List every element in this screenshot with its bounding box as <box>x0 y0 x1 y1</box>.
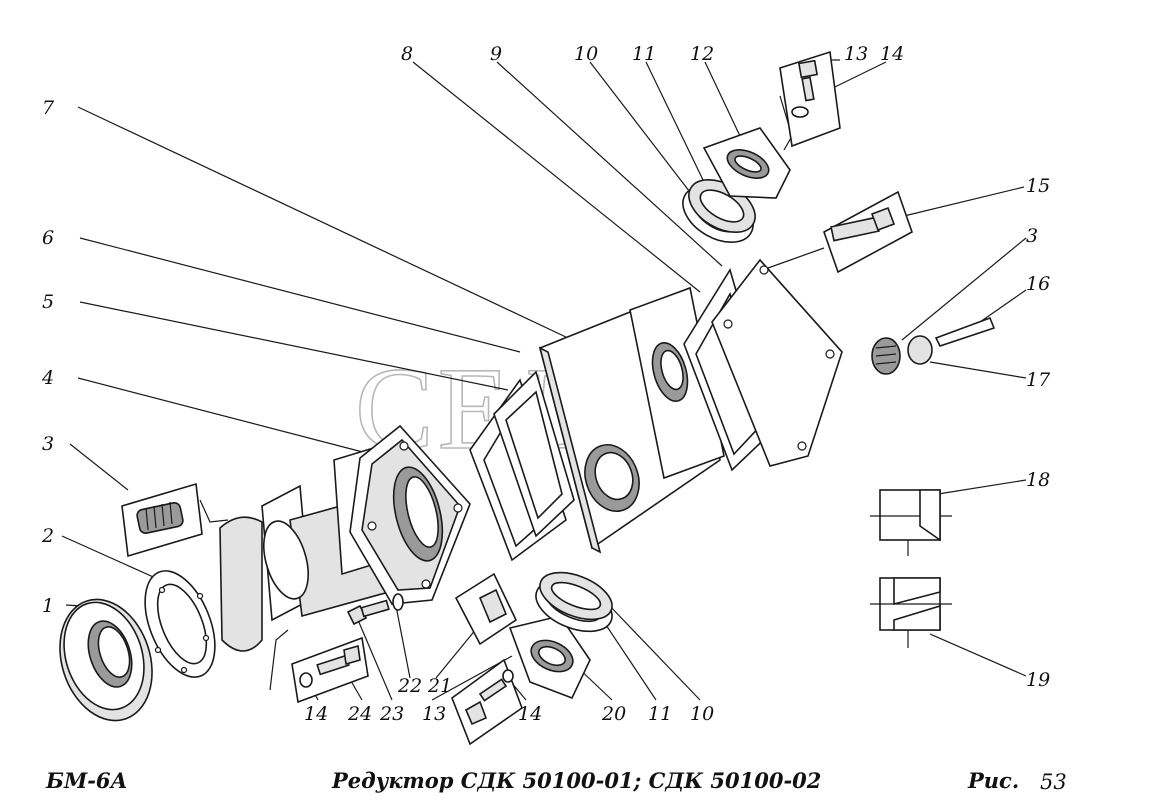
callout-8: 8 <box>401 43 413 65</box>
callout-5: 5 <box>42 291 54 313</box>
callout-16: 16 <box>1026 273 1050 295</box>
part-13-14-top-bolt <box>779 50 841 148</box>
callout-23: 23 <box>379 703 404 725</box>
callout-11-top: 11 <box>632 43 656 65</box>
callout-13-top: 13 <box>844 43 868 65</box>
callout-labels: 7 6 5 4 3 2 1 8 9 10 11 12 13 14 15 3 16… <box>41 43 1051 725</box>
model-code: БМ-6А <box>46 768 128 793</box>
callout-22: 22 <box>397 675 422 697</box>
part-14-24-bolt-washer <box>291 636 369 704</box>
part-3-16-17-spring-pin-plug <box>871 316 996 375</box>
part-15-side-bolt <box>823 190 913 274</box>
callout-7: 7 <box>42 97 55 119</box>
scheme-19 <box>870 577 952 648</box>
callout-12: 12 <box>690 43 714 65</box>
callout-15: 15 <box>1026 175 1050 197</box>
figure-caption: Редуктор СДК 50100-01; СДК 50100-02 <box>332 768 822 793</box>
callout-3-left: 3 <box>42 433 54 455</box>
callout-18: 18 <box>1026 469 1050 491</box>
part-12-cap <box>702 127 791 199</box>
figure-number: 53 <box>1040 770 1067 794</box>
callout-19: 19 <box>1026 669 1050 691</box>
callout-14-bottom-left: 14 <box>304 703 328 725</box>
callout-2: 2 <box>41 525 54 547</box>
callout-20: 20 <box>601 703 626 725</box>
part-7-gearbox-housing <box>538 286 725 554</box>
callout-14-top: 14 <box>880 43 904 65</box>
callout-10-top: 10 <box>574 43 598 65</box>
figure-prefix: Рис. <box>968 768 1020 793</box>
callout-10-bottom: 10 <box>690 703 714 725</box>
callout-9: 9 <box>490 43 502 65</box>
part-2-gasket <box>144 570 216 678</box>
callout-24: 24 <box>347 703 372 725</box>
scheme-18 <box>870 489 952 556</box>
exploded-view-drawing: СЕЛИ <box>41 43 1051 746</box>
callout-4: 4 <box>41 367 54 389</box>
callout-21: 21 <box>427 675 452 697</box>
part-1-flange <box>59 598 153 722</box>
part-11-10-gaskets-bottom <box>535 571 613 633</box>
square-flange <box>349 424 471 605</box>
callout-13-bottom: 13 <box>422 703 446 725</box>
callout-6: 6 <box>42 227 54 249</box>
part-21-fitting <box>454 572 518 646</box>
part-9-cover <box>711 258 843 467</box>
leader-lines <box>61 59 1027 701</box>
part-20-cap-bottom <box>508 615 591 700</box>
part-3-spring-left <box>121 482 203 558</box>
part-6-gasket <box>493 370 575 538</box>
part-13-14-bottom-bolt <box>451 658 523 746</box>
callout-3-right: 3 <box>1026 225 1038 247</box>
callout-17: 17 <box>1026 369 1051 391</box>
callout-14-bottom: 14 <box>518 703 542 725</box>
callout-1: 1 <box>42 595 54 617</box>
callout-11-bottom: 11 <box>648 703 672 725</box>
part-23-22-bolt-washer <box>346 593 404 626</box>
